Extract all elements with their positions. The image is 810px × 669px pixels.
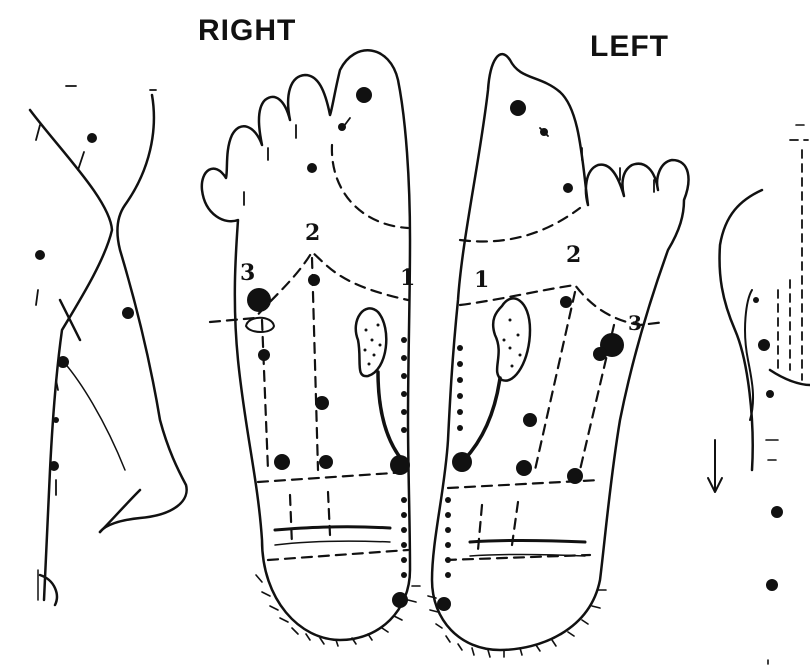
left-kidney-dots bbox=[503, 319, 522, 368]
right-foot-heel-ticks bbox=[256, 575, 420, 646]
right-foot-bunion-marker bbox=[246, 318, 274, 332]
right-foot-zone-numbers: 1 2 3 bbox=[240, 220, 415, 291]
left-foot-zone-numbers: 1 2 3 bbox=[474, 242, 642, 335]
right-zone-3-label: 3 bbox=[240, 260, 255, 286]
body-side-arrow bbox=[708, 440, 722, 492]
body-side-view-right bbox=[720, 190, 810, 470]
right-foot-zone-lines bbox=[210, 145, 408, 560]
left-kidney-organ bbox=[464, 298, 530, 460]
left-zone-2-label: 2 bbox=[566, 242, 581, 268]
right-kidney-dots bbox=[364, 324, 382, 366]
leg-side-points bbox=[35, 133, 134, 471]
left-zone-3-label: 3 bbox=[628, 311, 642, 335]
left-foot-points bbox=[437, 100, 624, 611]
left-foot-zone-lines bbox=[446, 208, 665, 560]
left-foot-outline bbox=[432, 54, 688, 650]
body-side-dashed-lines bbox=[778, 140, 808, 380]
right-kidney-organ bbox=[356, 308, 402, 460]
leg-side-marks bbox=[36, 86, 156, 495]
right-zone-1-label: 1 bbox=[400, 265, 415, 291]
leg-side-view-left bbox=[30, 95, 187, 605]
left-foot-heel-ticks bbox=[428, 590, 606, 657]
right-zone-2-label: 2 bbox=[305, 220, 320, 246]
left-zone-1-label: 1 bbox=[474, 267, 489, 293]
body-side-points bbox=[753, 297, 783, 591]
